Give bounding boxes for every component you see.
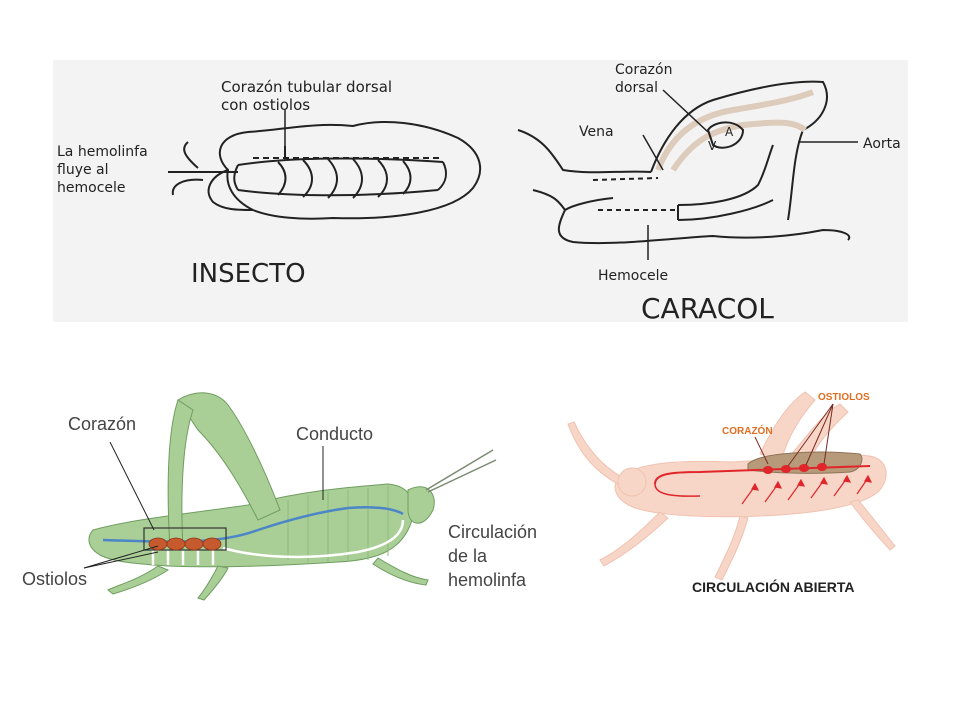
snail-a-label: A xyxy=(725,125,734,139)
circulation-label-3: hemolinfa xyxy=(448,570,527,590)
heart-vessel-line xyxy=(654,465,871,485)
conducto-label: Conducto xyxy=(296,424,373,444)
snail-v-label: V xyxy=(708,139,717,153)
snail-aorta-label: Aorta xyxy=(863,136,901,152)
flow-arrows xyxy=(741,474,873,505)
grasshopper-body xyxy=(88,392,435,601)
ostiolos-label: Ostiolos xyxy=(22,569,87,589)
top-diagram-panel: Corazón tubular dorsal con ostiolos La h… xyxy=(53,60,908,322)
insect-drawing xyxy=(168,121,481,220)
circulation-label-2: de la xyxy=(448,546,488,566)
hemolymph-flow-arrows xyxy=(151,519,405,565)
insect-heart-label-1: Corazón tubular dorsal xyxy=(221,78,392,96)
snail-drawing xyxy=(517,80,851,245)
pink-insect-body xyxy=(567,391,896,581)
caption-label: CIRCULACIÓN ABIERTA xyxy=(692,578,855,595)
insect-hemo-label-2: fluye al xyxy=(57,162,109,178)
corazon-label: CORAZÓN xyxy=(722,424,773,437)
ostiolos-label: OSTIOLOS xyxy=(818,392,870,403)
snail-heart-label-1: Corazón xyxy=(615,62,672,78)
snail-vena-label: Vena xyxy=(579,124,614,140)
snail-heart-label-2: dorsal xyxy=(615,80,658,96)
insect-heart-label-2: con ostiolos xyxy=(221,96,310,114)
insect-hemo-label-3: hemocele xyxy=(57,180,126,196)
ostioles-dots xyxy=(763,463,827,474)
heart-highlight-box xyxy=(143,527,227,551)
insect-hemo-label-1: La hemolinfa xyxy=(57,144,148,160)
ostioles-pointer-lines xyxy=(787,403,834,467)
insect-title: INSECTO xyxy=(191,259,306,289)
grasshopper-diagram-panel: Corazón Conducto Ostiolos Circulación de… xyxy=(18,380,548,610)
snail-hemocele-label: Hemocele xyxy=(598,268,668,284)
open-circulation-panel: OSTIOLOS CORAZÓN CIRCULACIÓN ABIERTA xyxy=(560,382,905,612)
snail-title: CARACOL xyxy=(641,292,774,322)
corazon-label: Corazón xyxy=(68,414,136,434)
circulation-label-1: Circulación xyxy=(448,522,537,542)
